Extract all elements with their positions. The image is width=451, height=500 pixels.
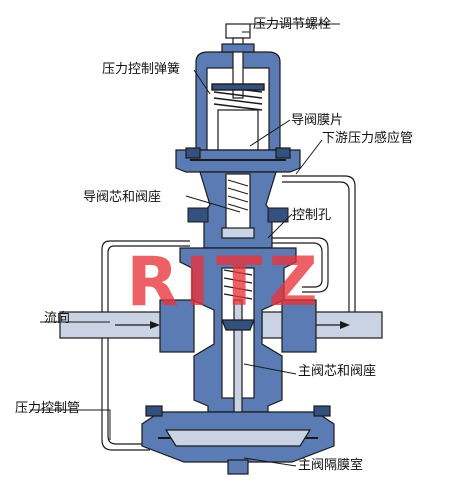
label-control-orifice: 控制孔 [292, 208, 332, 223]
pilot-diaphragm-flange [175, 147, 301, 173]
label-downstream-sensing-pipe: 下游压力感应管 [322, 131, 414, 146]
label-pilot-diaphragm: 导阀膜片 [291, 113, 344, 128]
pressure-control-spring [211, 83, 265, 111]
leader-lines [30, 23, 340, 467]
pressure-control-pipe [101, 240, 190, 451]
pilot-valve-body [199, 171, 277, 249]
main-valve-spring [223, 269, 253, 300]
label-main-diaphragm-chamber: 主阀隔膜室 [298, 458, 364, 473]
pilot-flange-bolts [187, 207, 289, 223]
label-pressure-control-spring: 压力控制弹簧 [102, 62, 181, 77]
label-main-plug-and-seat: 主阀芯和阀座 [298, 364, 377, 379]
downstream-sensing-pipe [282, 175, 356, 320]
pressure-adjust-bolt [221, 23, 255, 99]
label-pilot-plug-and-seat: 导阀芯和阀座 [83, 190, 162, 205]
ritz-watermark: RITZ [126, 243, 323, 322]
control-orifice-pipe [268, 237, 329, 293]
label-pressure-adjust-bolt: 压力调节螺栓 [253, 17, 332, 32]
main-diaphragm-chamber [141, 405, 335, 475]
label-flow-direction: 流向 [44, 311, 71, 326]
label-pressure-control-pipe: 压力控制管 [15, 401, 81, 416]
